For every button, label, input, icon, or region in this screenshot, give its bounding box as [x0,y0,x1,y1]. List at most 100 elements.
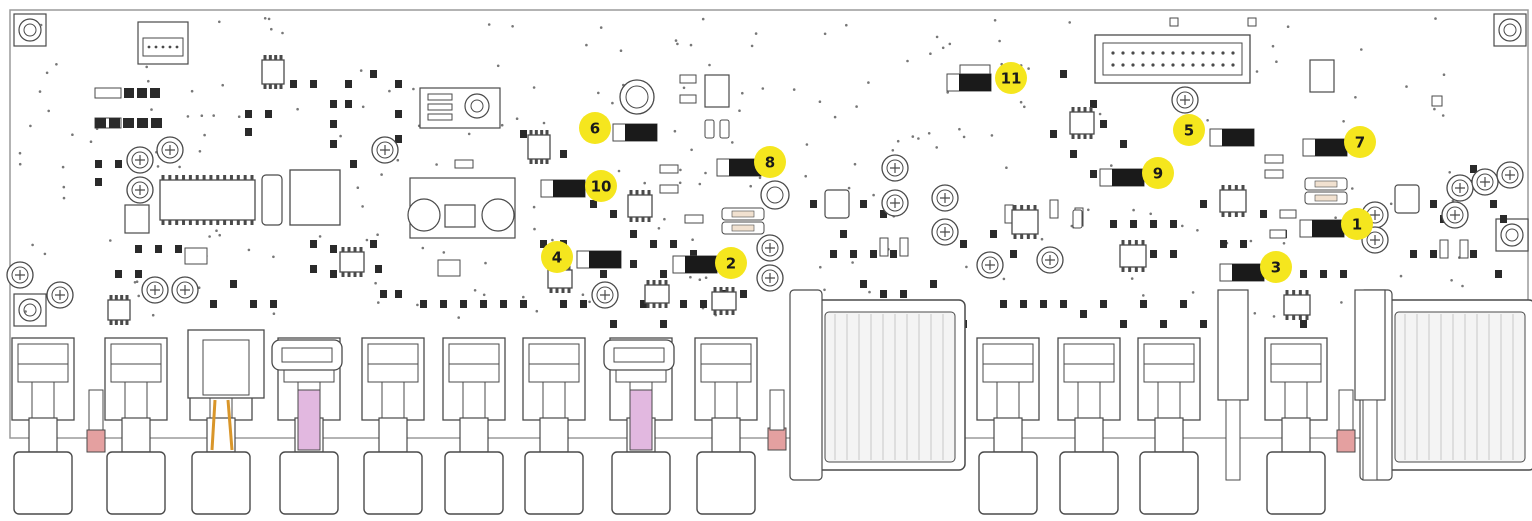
via [611,101,614,105]
smd-pad [1130,220,1137,228]
via [891,149,895,152]
via [1354,96,1357,99]
callout-9: 9 [1142,157,1174,189]
chip-pin [1013,205,1017,210]
chip-pin [109,295,113,300]
via [643,181,646,185]
callout-badge-1 [1341,208,1373,240]
chip-pin [635,217,639,222]
jack-housing-top [110,343,162,383]
jack-nut [978,451,1038,515]
resistor [454,159,474,169]
resistor [679,74,697,84]
via [31,243,34,247]
jack-housing-top [528,343,580,383]
chip-pin [1020,205,1024,210]
via [1334,216,1337,219]
via [62,196,66,200]
chip-pin [1241,212,1245,217]
via [1040,237,1044,241]
via [365,238,369,242]
via [542,121,546,125]
ic-small [711,291,737,311]
smd-pad [370,70,377,78]
smd-pad [155,245,162,253]
chip-pin [713,310,717,315]
smd-pad [810,200,817,208]
chip-pin [236,220,240,225]
ribbon-clip-inner [281,347,333,363]
via [18,151,22,155]
via [221,83,224,87]
callout-4: 4 [541,241,573,273]
chip-pin [341,272,345,277]
smd-pad [310,240,317,248]
via [674,39,678,42]
via [62,185,66,189]
marked-part-fill-1 [1312,220,1344,237]
chip-pin [629,190,633,195]
chip-pin [1292,315,1296,320]
chip-pin [555,288,559,293]
chip-pin [1128,267,1132,272]
via [990,134,994,137]
via [1282,242,1286,245]
chip-pin [1221,185,1225,190]
chip-pin [540,159,544,164]
via [487,23,491,26]
chip-pin [168,220,172,225]
chip-pin [263,84,267,89]
smd-pad [1010,250,1017,258]
callout-badge-11 [995,62,1027,94]
ic-small [1069,111,1095,135]
header-pin [1181,63,1185,67]
smd-pad [540,240,547,248]
chip-pin [216,175,220,180]
chip-pin [545,159,549,164]
mounting-hole-inner [1503,23,1517,37]
via [749,184,752,188]
vertical-connector-pin [1362,399,1378,481]
chip-pin [1305,290,1309,295]
via [43,252,47,256]
via [818,100,822,103]
via [689,275,692,279]
trimmer-slot [765,273,775,283]
jack-neck [542,381,566,423]
smd-pad [150,88,160,98]
smd-pad [395,110,402,118]
via [272,255,275,259]
smd-pad [1110,220,1117,228]
smd-pad [880,210,887,218]
via [599,26,603,29]
header-pin [175,45,179,49]
smd-pad [1300,320,1307,328]
smd-pad [630,230,637,238]
via [511,25,514,28]
chip-pin [561,288,565,293]
chip-pin [1221,212,1225,217]
via [704,171,707,175]
chip-pin [549,288,553,293]
header-pin [1161,51,1165,55]
vertical-connector-pin [1225,399,1241,481]
callout-badge-10 [585,170,617,202]
chip-pin [1134,267,1138,272]
via [247,248,251,252]
chip-pin [1083,107,1087,112]
via [484,261,487,265]
cable-pink [629,389,653,451]
via [935,146,938,149]
resistor [1049,199,1059,219]
via [522,295,525,299]
jack-housing-top [17,343,69,383]
header-pin [168,45,172,49]
header-pin [161,45,165,49]
jack-neck [1157,381,1181,423]
smd-pad [395,290,402,298]
via [281,31,284,35]
trimmer-slot [1370,210,1380,220]
sensor-module [704,74,730,108]
via [946,91,949,94]
smd-pad [1150,220,1157,228]
